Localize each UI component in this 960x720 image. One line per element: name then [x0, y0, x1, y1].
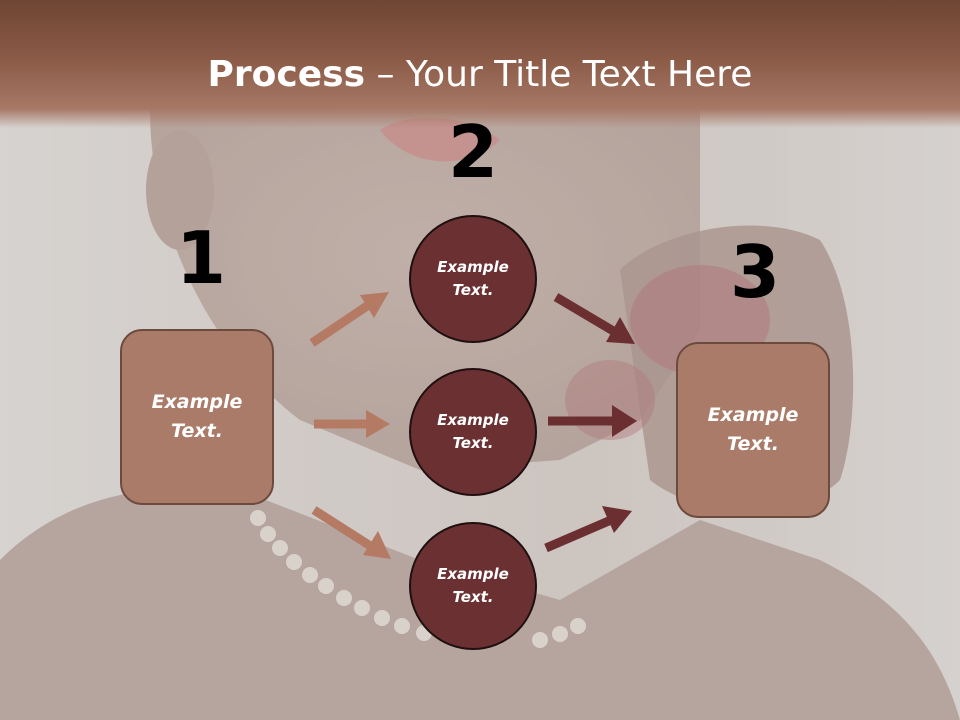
header-bar: [0, 0, 960, 128]
arrow-left-to-middle: [314, 410, 390, 438]
circle-middle: Example Text.: [409, 368, 537, 496]
step-number-3: 3: [730, 230, 781, 314]
step-number-2: 2: [448, 110, 499, 194]
left-text-box: Example Text.: [120, 329, 274, 505]
arrow-left-to-bottom: [311, 506, 391, 559]
circle-top: Example Text.: [409, 215, 537, 343]
title-rest: – Your Title Text Here: [365, 54, 753, 95]
arrow-bottom-to-right: [544, 506, 632, 553]
arrow-left-to-top: [309, 292, 389, 347]
right-text-box: Example Text.: [676, 342, 830, 518]
slide-title: Process – Your Title Text Here: [0, 52, 960, 98]
step-number-1: 1: [176, 216, 227, 300]
circle-bottom: Example Text.: [409, 522, 537, 650]
title-bold: Process: [207, 54, 366, 95]
arrow-middle-to-right: [548, 405, 637, 437]
arrow-top-to-right: [553, 293, 635, 344]
